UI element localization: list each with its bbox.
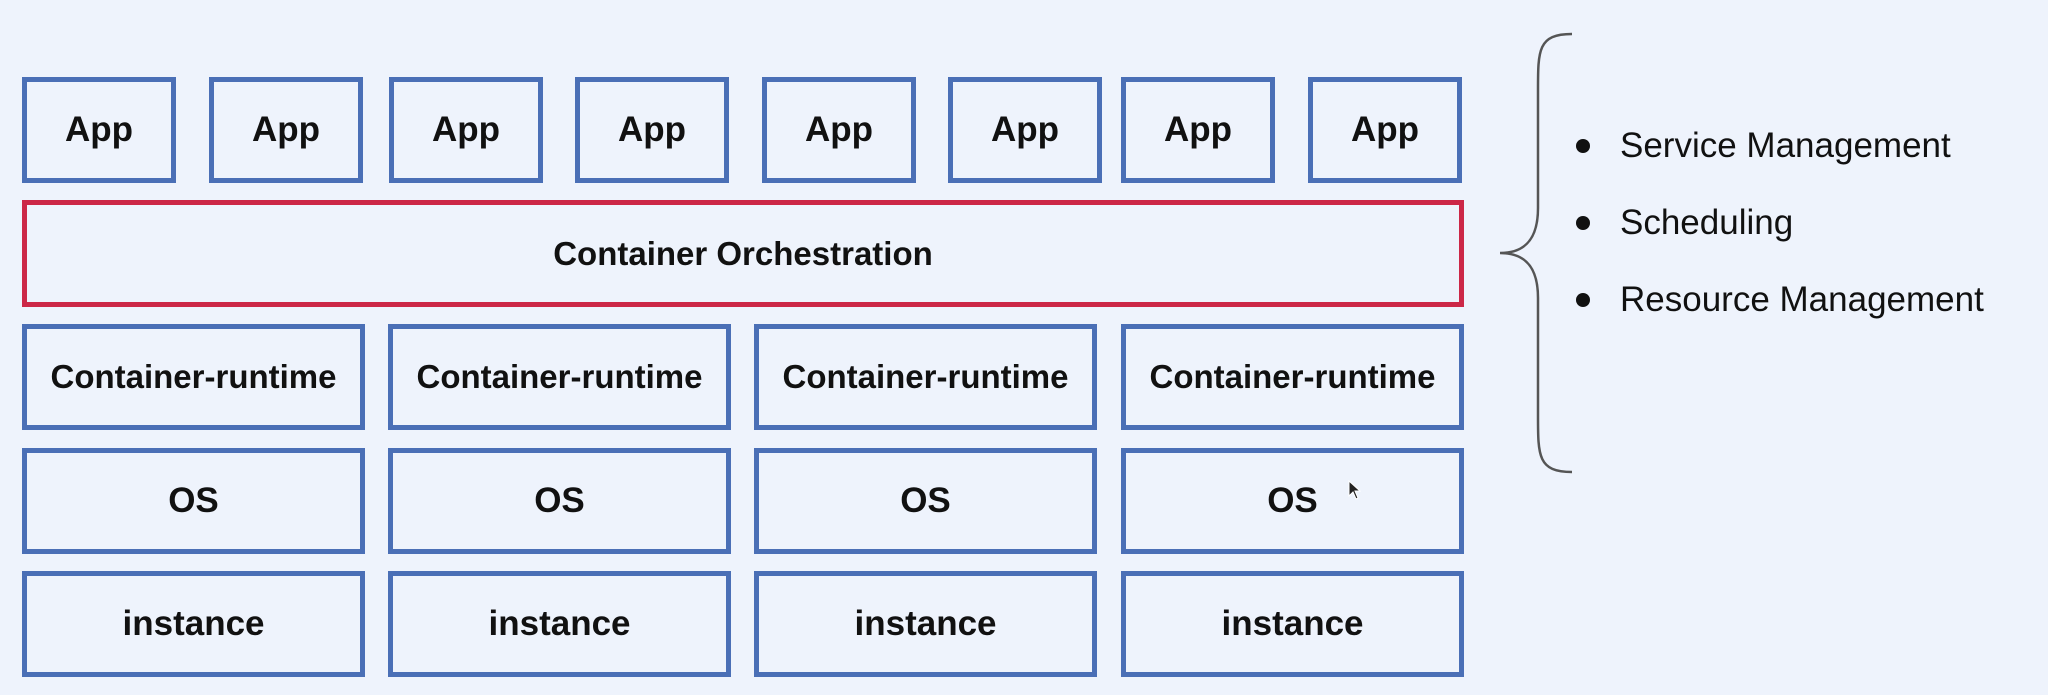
os-box: OS (1121, 448, 1464, 554)
os-box: OS (388, 448, 731, 554)
bullet-icon (1576, 216, 1590, 230)
curly-brace-icon (1499, 32, 1573, 474)
app-box: App (1121, 77, 1275, 183)
app-box: App (762, 77, 916, 183)
orchestration-features-list: Service Management Scheduling Resource M… (1576, 126, 1984, 357)
app-box: App (389, 77, 543, 183)
container-runtime-box: Container-runtime (1121, 324, 1464, 430)
app-box: App (948, 77, 1102, 183)
list-item: Resource Management (1576, 280, 1984, 320)
instance-box: instance (754, 571, 1097, 677)
mouse-cursor-icon (1348, 480, 1362, 500)
list-item: Service Management (1576, 126, 1984, 166)
container-orchestration-box: Container Orchestration (22, 200, 1464, 307)
bullet-icon (1576, 293, 1590, 307)
instance-box: instance (1121, 571, 1464, 677)
feature-label: Service Management (1620, 126, 1951, 165)
app-box: App (1308, 77, 1462, 183)
os-box: OS (22, 448, 365, 554)
app-box: App (22, 77, 176, 183)
app-box: App (575, 77, 729, 183)
feature-label: Resource Management (1620, 280, 1984, 319)
container-runtime-box: Container-runtime (22, 324, 365, 430)
container-runtime-box: Container-runtime (754, 324, 1097, 430)
instance-box: instance (22, 571, 365, 677)
os-box: OS (754, 448, 1097, 554)
feature-label: Scheduling (1620, 203, 1794, 242)
app-box: App (209, 77, 363, 183)
container-runtime-box: Container-runtime (388, 324, 731, 430)
bullet-icon (1576, 139, 1590, 153)
instance-box: instance (388, 571, 731, 677)
list-item: Scheduling (1576, 203, 1984, 243)
